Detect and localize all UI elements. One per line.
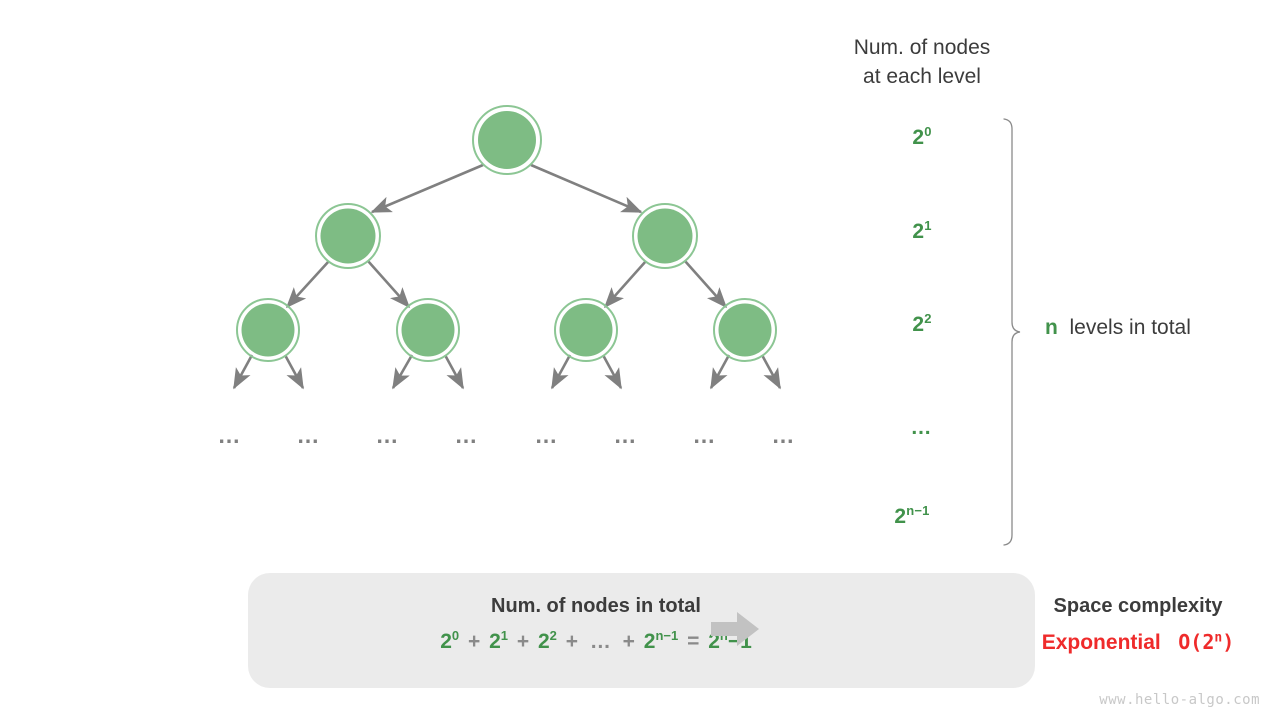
tree-node: [315, 203, 381, 269]
tree-node: [632, 203, 698, 269]
complexity-label: Exponential: [1041, 631, 1161, 654]
level-count-2: 22: [862, 311, 982, 337]
level-count-exp: 2: [924, 311, 932, 326]
level-count-base: 2: [912, 313, 925, 336]
formula-equals: =: [687, 630, 700, 653]
level-count-exp: n−1: [906, 503, 930, 518]
total-levels-text: levels in total: [1069, 316, 1191, 339]
level-header: Num. of nodes at each level: [853, 36, 991, 88]
level-count-exp: 0: [924, 124, 932, 139]
formula-plus: +: [565, 630, 578, 653]
leaf-ellipsis: …: [218, 422, 241, 448]
summary-formula: 20 + 21 + 22 + … + 2n−1 = 2n−1: [266, 628, 926, 654]
tree-nodes: [236, 105, 777, 362]
leaf-ellipsis: …: [772, 422, 795, 448]
tree-node-root: [472, 105, 542, 175]
formula-ellipsis: …: [589, 630, 611, 653]
leaf-ellipsis-row: … … … … … … … …: [218, 422, 795, 448]
leaf-ellipsis: …: [693, 422, 716, 448]
level-count-ellipsis: …: [910, 416, 934, 439]
formula-plus: +: [467, 630, 481, 653]
complexity-value: Exponential O(2n): [808, 630, 1280, 655]
leaf-ellipsis: …: [297, 422, 320, 448]
watermark: www.hello-algo.com: [1099, 692, 1260, 708]
total-levels-variable: n: [1045, 316, 1058, 339]
summary-left-column: Num. of nodes in total 20 + 21 + 22 + … …: [266, 595, 926, 654]
level-count-base: 2: [912, 126, 925, 149]
formula-term-0: 20: [440, 628, 460, 653]
level-count-last: 2n−1: [852, 503, 972, 529]
formula-term-1: 21: [489, 628, 508, 653]
leaf-ellipsis: …: [376, 422, 399, 448]
formula-plus: +: [622, 630, 635, 653]
summary-right-title: Space complexity: [1053, 595, 1223, 617]
leaf-ellipsis: …: [455, 422, 478, 448]
tree-node: [236, 298, 300, 362]
leaf-ellipsis: …: [535, 422, 558, 448]
level-count-0: 20: [862, 124, 982, 150]
summary-box: Num. of nodes in total 20 + 21 + 22 + … …: [248, 573, 1234, 688]
tree-edges: [232, 163, 782, 390]
total-levels-label: n levels in total: [1045, 316, 1191, 340]
formula-term-2: 22: [537, 628, 557, 653]
leaf-ellipsis: …: [614, 422, 637, 448]
tree-node: [713, 298, 777, 362]
level-count-exp: 1: [924, 218, 932, 233]
level-count-base: 2: [894, 505, 907, 528]
summary-left-title: Num. of nodes in total: [491, 595, 701, 617]
tree-node: [396, 298, 460, 362]
complexity-notation: O(2n): [1178, 630, 1235, 654]
level-count-1: 21: [862, 218, 982, 244]
levels-brace: [1003, 118, 1021, 546]
summary-right-column: Space complexity Exponential O(2n): [808, 595, 1280, 655]
level-count-base: 2: [912, 220, 925, 243]
right-arrow-icon: [711, 612, 759, 646]
formula-plus: +: [516, 630, 530, 653]
formula-term-4: 2n−1: [643, 628, 679, 653]
tree-node: [554, 298, 618, 362]
